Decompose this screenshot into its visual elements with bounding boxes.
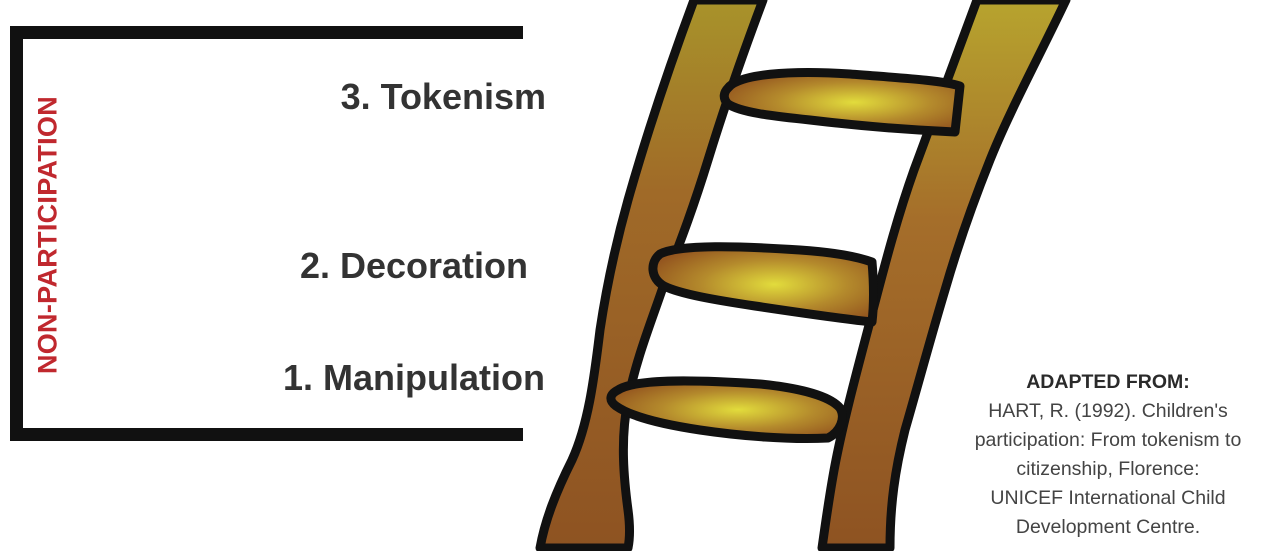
citation-heading: ADAPTED FROM: — [938, 368, 1278, 397]
ladder-rung-bottom — [611, 381, 842, 439]
citation-line: participation: From tokenism to — [938, 426, 1278, 455]
citation-line: UNICEF International Child — [938, 484, 1278, 513]
citation-block: ADAPTED FROM: HART, R. (1992). Children'… — [938, 368, 1278, 542]
citation-line: HART, R. (1992). Children's — [938, 397, 1278, 426]
ladder-rung-top — [724, 73, 960, 132]
citation-line: Development Centre. — [938, 513, 1278, 542]
citation-line: citizenship, Florence: — [938, 455, 1278, 484]
ladder-rung-middle — [653, 247, 874, 322]
